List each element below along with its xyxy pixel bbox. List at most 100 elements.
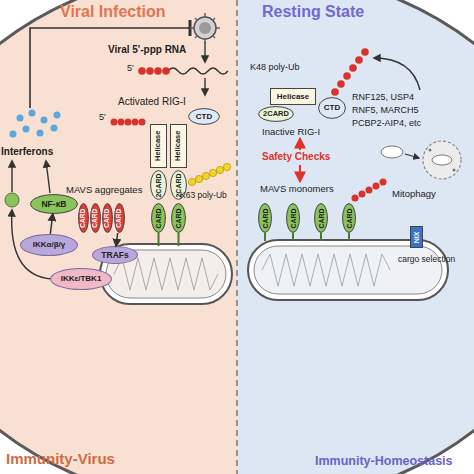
region-fill xyxy=(0,0,237,474)
mavs-aggregate-card: CARD xyxy=(102,203,113,233)
node-label: CARD xyxy=(318,208,325,228)
node-label: Helicase xyxy=(175,131,183,161)
node-label: CARD xyxy=(262,208,269,228)
annotation-label: 5' xyxy=(127,63,134,73)
helicase-domain: Helicase xyxy=(150,124,167,168)
infection-region: Viral InfectionImmunity-Virus Helicase Hel… xyxy=(0,0,237,474)
mavs-card: CARD xyxy=(151,203,166,233)
node-text-holder: 2CARD xyxy=(258,106,294,122)
region-footer: Immunity-Homeostasis xyxy=(315,454,453,468)
annotation-label: cargo selection xyxy=(398,254,455,264)
annotation-label: K63 poly-Ub xyxy=(180,190,227,200)
annotation-label: Mitophagy xyxy=(392,188,436,199)
region-title: Resting State xyxy=(262,3,364,21)
node-ellipse xyxy=(31,195,78,214)
node-ellipse xyxy=(343,204,356,233)
node-label: CARD xyxy=(290,208,297,228)
node-label: CARD xyxy=(92,209,99,228)
helicase-domain: Helicase xyxy=(270,88,316,105)
node-label: TRAFs xyxy=(101,251,128,260)
receptor-box: NIX xyxy=(410,226,423,248)
card-domain: 2CARD xyxy=(258,106,294,122)
node-text-holder: CARD xyxy=(78,203,89,233)
node-label: CTD xyxy=(324,104,340,112)
mavs-card: CARD xyxy=(342,203,356,233)
node-text-holder: CARD xyxy=(90,203,101,233)
annotation-label: Safety Checks xyxy=(262,151,330,162)
node-ellipse xyxy=(172,204,186,233)
node-text-holder: Helicase xyxy=(271,89,315,104)
node-text-holder: CARD xyxy=(151,203,166,233)
ctd-domain: CTD xyxy=(318,97,346,119)
annotation-label: Activated RIG-I xyxy=(118,96,186,107)
node-ellipse xyxy=(259,107,294,122)
node-label: Helicase xyxy=(277,93,309,101)
region-footer: Immunity-Virus xyxy=(6,450,115,467)
node-ellipse xyxy=(315,204,328,233)
annotation-label: PCBP2-AIP4, etc xyxy=(352,118,421,128)
mavs-aggregate-card: CARD xyxy=(90,203,101,233)
helicase-domain: Helicase xyxy=(170,124,187,168)
annotation-label: Inactive RIG-I xyxy=(262,126,320,137)
node-label: NF-κB xyxy=(41,200,66,209)
region-fill xyxy=(237,0,474,474)
ctd-domain: CTD xyxy=(188,108,220,125)
annotation-label: MAVS monomers xyxy=(260,183,334,194)
node-label: CARD xyxy=(155,208,162,228)
annotation-label: RNF125, USP4 xyxy=(352,92,414,102)
node-label: Helicase xyxy=(155,131,163,161)
node-ellipse xyxy=(151,171,167,200)
node-label: 2CARD xyxy=(155,173,162,197)
node-label: NIX xyxy=(413,231,420,243)
node-label: CARD xyxy=(104,209,111,228)
transcription-factor: NF-κB xyxy=(30,194,78,214)
node-text-holder: CTD xyxy=(188,108,220,125)
kinase-blob: IKKα/β/γ xyxy=(20,234,78,256)
mavs-aggregate-card: CARD xyxy=(114,203,125,233)
annotation-label: Viral 5'-ppp RNA xyxy=(108,44,186,55)
node-label: CTD xyxy=(196,113,212,121)
node-text-holder: IKKα/β/γ xyxy=(21,235,77,255)
node-label: CARD xyxy=(80,209,87,228)
node-label: CARD xyxy=(346,208,353,228)
node-ellipse xyxy=(319,98,346,119)
annotation-label: 5' xyxy=(99,112,106,122)
node-label: IKKε/TBK1 xyxy=(61,275,102,283)
node-text-holder: CARD xyxy=(314,203,328,233)
node-text-holder: 2CARD xyxy=(150,170,167,200)
mavs-card: CARD xyxy=(258,203,272,233)
node-ellipse xyxy=(259,204,272,233)
signal-arrow xyxy=(50,214,52,234)
node-ellipse xyxy=(79,204,89,233)
annotation-label: MAVS aggregates xyxy=(66,184,142,195)
region-title: Viral Infection xyxy=(60,3,166,21)
node-text-holder: CARD xyxy=(171,203,186,233)
annotation-label: K48 poly-Ub xyxy=(250,62,300,72)
node-label: CARD xyxy=(116,209,123,228)
node-label: 2CARD xyxy=(263,110,289,118)
node-ellipse xyxy=(152,204,166,233)
node-ellipse xyxy=(91,204,101,233)
node-ellipse xyxy=(103,204,113,233)
node-text-holder: Helicase xyxy=(171,125,186,167)
mavs-card: CARD xyxy=(286,203,300,233)
node-text-holder: CARD xyxy=(342,203,356,233)
node-text-holder: Helicase xyxy=(151,125,166,167)
node-text-holder: NIX xyxy=(411,227,422,247)
node-label: IKKα/β/γ xyxy=(33,241,65,249)
node-label: CARD xyxy=(175,208,182,228)
card-domain: 2CARD xyxy=(150,170,167,200)
mavs-card: CARD xyxy=(314,203,328,233)
adaptor-blob: TRAFs xyxy=(92,246,138,264)
node-text-holder: TRAFs xyxy=(93,247,137,263)
annotation-label: Interferons xyxy=(1,146,53,157)
mavs-aggregate-card: CARD xyxy=(78,203,89,233)
node-ellipse xyxy=(287,204,300,233)
node-text-holder: CARD xyxy=(114,203,125,233)
node-text-holder: IKKε/TBK1 xyxy=(51,269,111,289)
node-text-holder: CARD xyxy=(102,203,113,233)
node-text-holder: CARD xyxy=(286,203,300,233)
node-ellipse xyxy=(115,204,125,233)
